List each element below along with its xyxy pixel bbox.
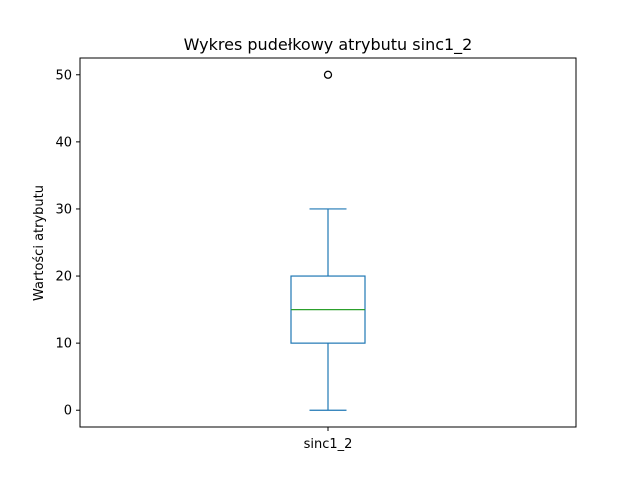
y-tick-label: 50	[55, 68, 72, 83]
x-tick-label: sinc1_2	[304, 437, 353, 452]
plot-area: 0 10 20 30 40 50 sinc1_2	[55, 68, 366, 452]
y-tick-label: 10	[55, 337, 72, 352]
y-tick-label: 30	[55, 202, 72, 217]
axes-frame	[79, 57, 577, 428]
y-axis-label: Wartości atrybutu	[32, 185, 47, 301]
y-tick-label: 0	[64, 404, 72, 419]
chart-title: Wykres pudełkowy atrybutu sinc1_2	[184, 35, 473, 55]
y-tick-label: 40	[55, 135, 72, 150]
y-tick-label: 20	[55, 270, 72, 285]
outlier-point	[323, 70, 333, 79]
